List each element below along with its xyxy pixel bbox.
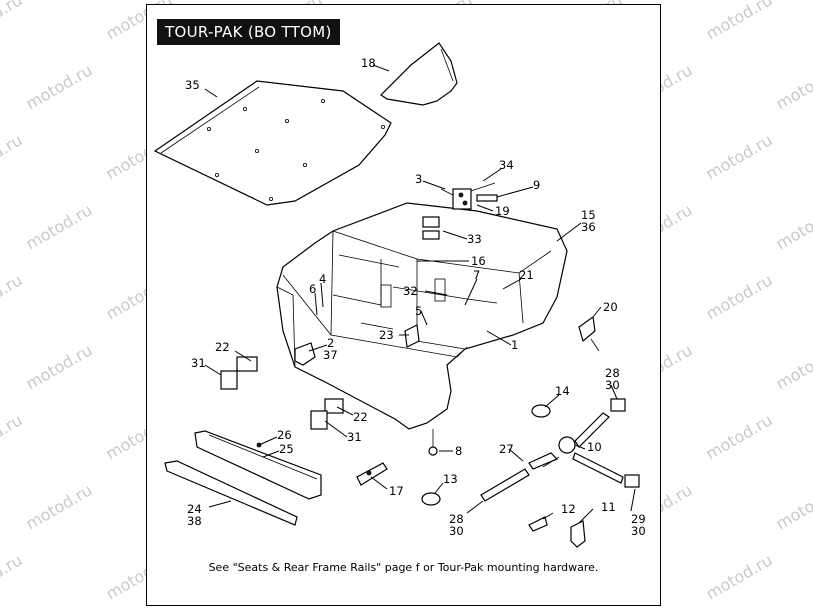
trim-piece-18 [380, 42, 458, 106]
callout-10: 10 [587, 440, 602, 454]
callout-22-lower: 22 [353, 410, 368, 424]
fastener-8 [428, 429, 438, 456]
watermark-text: motod.ru [0, 130, 26, 183]
callout-17: 17 [389, 484, 404, 498]
bracket-23 [404, 324, 420, 348]
callout-20: 20 [603, 300, 618, 314]
callout-6: 6 [309, 282, 316, 296]
callout-29: 29 [631, 512, 646, 526]
callout-28-lower: 28 [449, 512, 464, 526]
wiring-harness [480, 398, 640, 502]
hinge-assembly [422, 182, 498, 240]
callout-34: 34 [499, 158, 514, 172]
latch-plate-20 [578, 315, 600, 352]
callout-13: 13 [443, 472, 458, 486]
callout-32: 32 [403, 284, 418, 298]
callout-37: 37 [323, 348, 338, 362]
trim-strip-25 [194, 430, 322, 500]
callout-7: 7 [473, 268, 480, 282]
callout-2: 2 [327, 336, 334, 350]
diagram-frame: 35 18 34 3 9 19 15 36 33 16 4 6 7 21 32 … [146, 4, 661, 606]
callout-33: 33 [467, 232, 482, 246]
callout-16: 16 [471, 254, 486, 268]
callout-15: 15 [581, 208, 596, 222]
watermark-text: motod.ru [703, 550, 776, 603]
trim-strip-24 [164, 460, 298, 526]
watermark-text: motod.ru [703, 130, 776, 183]
callout-27: 27 [499, 442, 514, 456]
leader-lines [204, 64, 636, 524]
watermark-text: motod.ru [23, 60, 96, 113]
mount-bracket-17 [356, 462, 388, 486]
watermark-text: motod.ru [0, 0, 26, 43]
callout-11: 11 [601, 500, 616, 514]
callout-36: 36 [581, 220, 596, 234]
callout-8: 8 [455, 444, 462, 458]
watermark-text: motod.ru [23, 200, 96, 253]
watermark-text: motod.ru [23, 340, 96, 393]
liner-panel-35 [153, 80, 392, 206]
mounting-hardware-note: See "Seats & Rear Frame Rails" page f or… [208, 561, 599, 574]
watermark-text: motod.ru [703, 0, 776, 43]
callout-4: 4 [319, 272, 326, 286]
callout-1: 1 [511, 338, 518, 352]
callout-38: 38 [187, 514, 202, 528]
callout-5: 5 [415, 304, 422, 318]
clip-12 [528, 516, 548, 532]
callout-22-upper: 22 [215, 340, 230, 354]
grommet-14 [531, 404, 551, 418]
watermark-text: motod.ru [773, 200, 813, 253]
watermark-text: motod.ru [773, 340, 813, 393]
callout-30-lower: 30 [449, 524, 464, 538]
clip-pair-left [220, 356, 258, 390]
callout-30-upper: 30 [605, 378, 620, 392]
watermark-text: motod.ru [773, 480, 813, 533]
grommet-13 [421, 492, 441, 506]
callout-24: 24 [187, 502, 202, 516]
watermark-text: motod.ru [0, 270, 26, 323]
callout-14: 14 [555, 384, 570, 398]
watermark-text: motod.ru [23, 480, 96, 533]
watermark-text: motod.ru [703, 270, 776, 323]
watermark-text: motod.ru [703, 410, 776, 463]
exploded-parts-drawing: 35 18 34 3 9 19 15 36 33 16 4 6 7 21 32 … [153, 42, 646, 548]
callout-31-upper: 31 [191, 356, 206, 370]
page-title: TOUR-PAK (BO TTOM) [157, 19, 340, 45]
callout-26: 26 [277, 428, 292, 442]
callout-28-upper: 28 [605, 366, 620, 380]
reflector-2 [294, 342, 316, 366]
callout-21: 21 [519, 268, 534, 282]
callout-12: 12 [561, 502, 576, 516]
callout-30-right: 30 [631, 524, 646, 538]
callout-35: 35 [185, 78, 200, 92]
tour-pak-base [276, 202, 568, 430]
clip-11 [570, 520, 586, 548]
callout-23: 23 [379, 328, 394, 342]
watermark-text: motod.ru [773, 60, 813, 113]
callout-19: 19 [495, 204, 510, 218]
callout-9: 9 [533, 178, 540, 192]
callout-18: 18 [361, 56, 376, 70]
callout-labels: 35 18 34 3 9 19 15 36 33 16 4 6 7 21 32 … [185, 56, 646, 538]
callout-3: 3 [415, 172, 422, 186]
callout-25: 25 [279, 442, 294, 456]
watermark-text: motod.ru [0, 410, 26, 463]
callout-31-lower: 31 [347, 430, 362, 444]
clip-pair-right [310, 398, 344, 430]
watermark-text: motod.ru [0, 550, 26, 603]
